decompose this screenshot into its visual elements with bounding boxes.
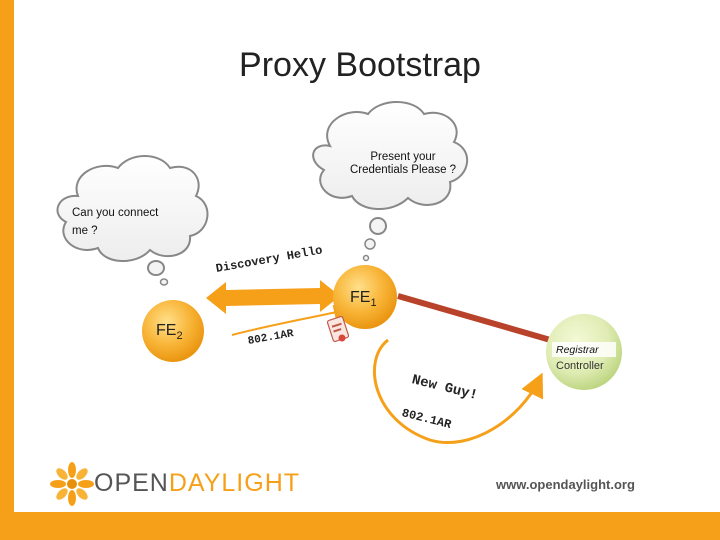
new-guy-arc-arrow: [373, 338, 544, 445]
fe1-node: [333, 265, 397, 329]
thought-bubble-medium: [364, 238, 376, 250]
left-cloud-line2: me ?: [72, 225, 98, 237]
right-cloud-line1: Present your: [370, 151, 436, 163]
thought-bubble-large: [369, 217, 387, 235]
thought-cloud-left: [56, 155, 209, 286]
thought-cloud-right: [312, 101, 469, 262]
fe2-node: [142, 300, 204, 362]
slide-title: Proxy Bootstrap: [239, 46, 481, 84]
opendaylight-logo-icon: [50, 462, 94, 506]
certificate-icon: [326, 315, 350, 343]
controller-label: Controller: [556, 360, 604, 372]
thought-bubble-small: [159, 278, 169, 286]
website-url: www.opendaylight.org: [496, 477, 635, 492]
discovery-double-arrow: [206, 280, 340, 314]
registrar-title: Registrar: [556, 344, 599, 356]
thought-bubble-small: [362, 254, 370, 262]
dot1ar-upper-arrow: [231, 304, 350, 336]
left-accent-bar: [0, 0, 14, 540]
bottom-accent-bar: [0, 512, 720, 540]
left-cloud-line1: Can you connect: [72, 207, 159, 219]
thought-bubble-large: [147, 260, 165, 276]
right-cloud-line2: Credentials Please ?: [349, 164, 457, 176]
opendaylight-logo-text: OPENDAYLIGHT: [94, 469, 301, 497]
fe1-label: FE1: [350, 289, 377, 310]
fe2-label: FE2: [156, 322, 183, 343]
registrar-label-box: [552, 342, 616, 357]
